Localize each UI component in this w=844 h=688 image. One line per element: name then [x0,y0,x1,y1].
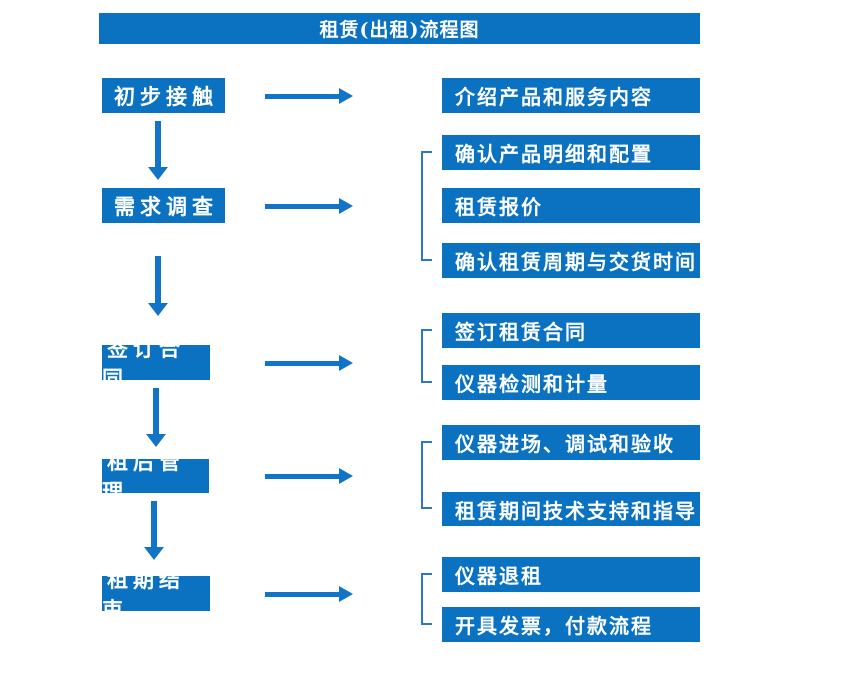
step-box-rental-end: 租期结束 [102,567,210,622]
detail-box-confirm-period-delivery: 确认租赁周期与交货时间 [442,243,700,278]
down-arrow-2 [148,256,168,316]
arrow-shaft [265,94,340,99]
right-arrow-1 [265,88,353,104]
arrow-head-icon [339,468,353,484]
detail-box-invoice-payment: 开具发票，付款流程 [442,607,700,642]
arrow-shaft [153,388,159,434]
arrow-head-icon [339,586,353,602]
bracket-group-sign-contract [421,329,432,383]
down-arrow-4 [144,501,164,560]
arrow-head-icon [339,198,353,214]
right-arrow-2 [265,198,353,214]
right-arrow-5 [265,586,353,602]
detail-box-rental-tech-support: 租赁期间技术支持和指导 [442,492,700,526]
arrow-shaft [151,501,157,547]
arrow-shaft [155,121,161,167]
step-box-demand-survey: 需求调查 [102,188,225,223]
arrow-shaft [265,474,340,479]
arrow-head-icon [146,434,166,447]
bracket-group-post-rental [421,441,432,509]
detail-box-introduce-products: 介绍产品和服务内容 [442,78,700,113]
arrow-head-icon [144,547,164,560]
detail-box-instrument-entry-acceptance: 仪器进场、调试和验收 [442,425,700,460]
detail-box-rental-quote: 租赁报价 [442,188,700,223]
down-arrow-1 [148,121,168,180]
step-box-sign-contract: 签订合同 [102,336,210,391]
detail-box-instrument-return: 仪器退租 [442,557,700,592]
arrow-shaft [265,592,340,597]
arrow-head-icon [339,88,353,104]
bracket-group-rental-end [421,573,432,625]
right-arrow-3 [265,355,353,371]
arrow-head-icon [148,167,168,180]
step-box-post-rental-management: 租后管理 [102,449,209,504]
arrow-shaft [155,256,161,303]
detail-box-instrument-testing: 仪器检测和计量 [442,365,700,400]
down-arrow-3 [146,388,166,447]
arrow-head-icon [148,303,168,316]
step-box-initial-contact: 初步接触 [102,78,225,113]
detail-box-confirm-details-config: 确认产品明细和配置 [442,135,700,170]
detail-box-sign-rental-contract: 签订租赁合同 [442,313,700,348]
arrow-shaft [265,361,340,366]
arrow-head-icon [339,355,353,371]
arrow-shaft [265,204,340,209]
right-arrow-4 [265,468,353,484]
flow-title-banner: 租赁(出租)流程图 [99,13,700,44]
bracket-group-demand-survey [421,151,432,261]
